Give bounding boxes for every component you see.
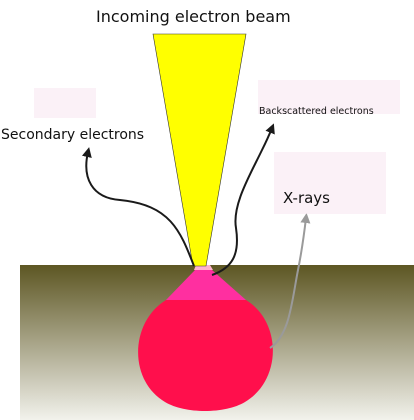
- beam-label: Incoming electron beam: [96, 7, 291, 26]
- secondary-electrons-arrow: [82, 147, 195, 267]
- secondary-label-box: [34, 88, 96, 118]
- backscattered-electrons-arrow: [211, 123, 275, 276]
- xrays-label: X-rays: [283, 189, 330, 207]
- backscattered-label-box: [258, 80, 400, 114]
- backscattered-electrons-label: Backscattered electrons: [259, 106, 374, 117]
- interaction-volume-drop: [138, 300, 273, 411]
- electron-beam-cone: [152, 33, 247, 267]
- xrays-label-box: [274, 152, 386, 214]
- xrays-arrow: [269, 213, 311, 349]
- interaction-volume-neck: [166, 270, 246, 300]
- secondary-electrons-label: Secondary electrons: [1, 127, 145, 143]
